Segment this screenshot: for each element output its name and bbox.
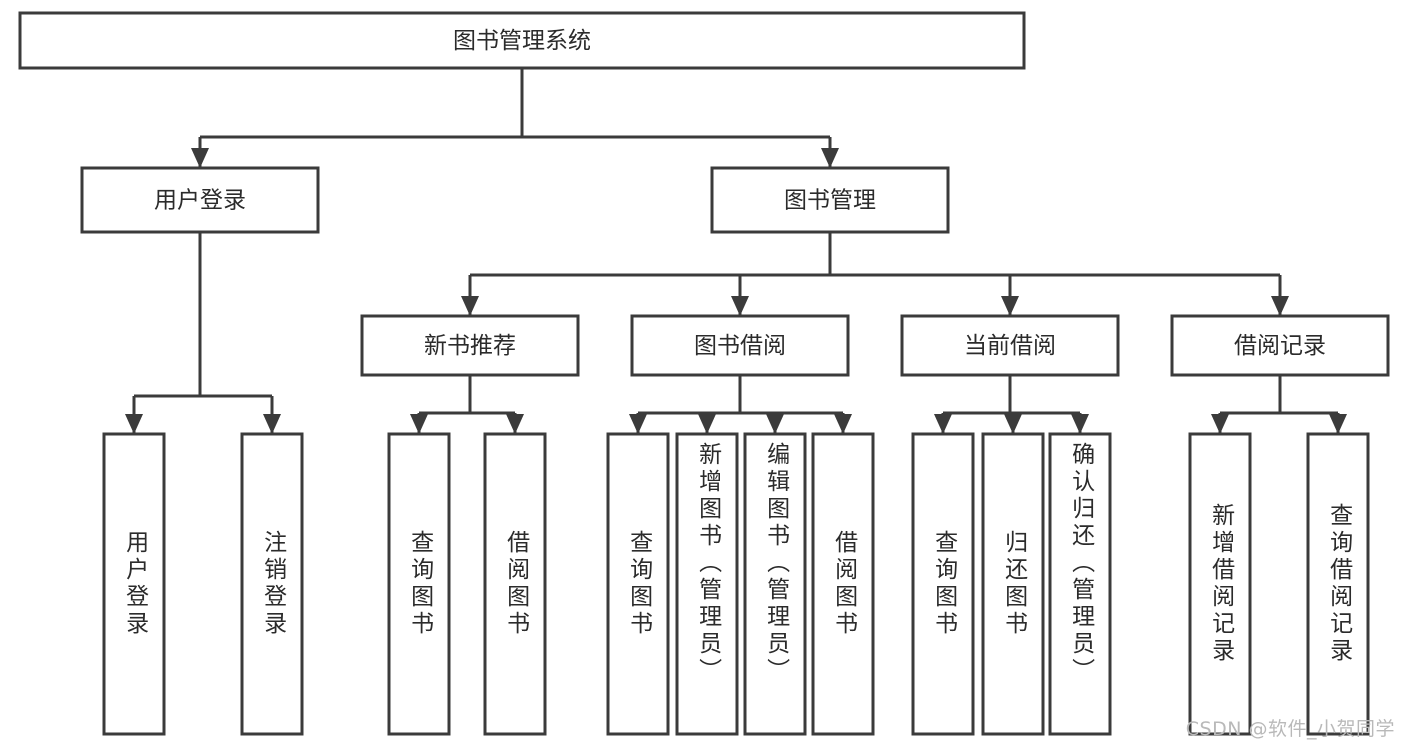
arrow-head-icon [766, 414, 784, 434]
arrow-head-icon [629, 414, 647, 434]
node-box-leaf-edit-book[interactable] [743, 432, 807, 736]
node-box-leaf-query-book-2[interactable] [606, 432, 670, 736]
arrow-head-icon [934, 414, 952, 434]
node-label-user-login: 用户登录 [154, 188, 246, 214]
node-box-leaf-add-book[interactable] [675, 432, 739, 736]
node-label-root: 图书管理系统 [453, 28, 591, 54]
node-box-leaf-borrow-book-2[interactable] [811, 432, 875, 736]
arrow-head-icon [461, 296, 479, 316]
node-box-leaf-query-book-3[interactable] [911, 432, 975, 736]
arrow-head-icon [1329, 414, 1347, 434]
arrow-head-icon [125, 414, 143, 434]
arrow-head-icon [191, 148, 209, 168]
edges-group [125, 68, 1347, 434]
node-box-leaf-return-book[interactable] [981, 432, 1045, 736]
arrow-head-icon [731, 296, 749, 316]
arrow-head-icon [821, 148, 839, 168]
node-label-borrow-record: 借阅记录 [1234, 333, 1326, 359]
arrow-head-icon [263, 414, 281, 434]
node-box-book-manage[interactable] [710, 166, 950, 234]
arrow-head-icon [698, 414, 716, 434]
arrow-head-icon [1211, 414, 1229, 434]
node-box-user-login[interactable] [80, 166, 320, 234]
watermark-text: CSDN @软件_小贺同学 [1185, 718, 1395, 740]
node-box-root[interactable] [18, 11, 1026, 70]
node-label-book-manage: 图书管理 [784, 188, 876, 214]
node-box-leaf-query-record[interactable] [1306, 432, 1370, 736]
node-box-book-borrow[interactable] [630, 314, 850, 377]
node-label-current-borrow: 当前借阅 [964, 333, 1056, 359]
node-box-leaf-confirm-return[interactable] [1048, 432, 1112, 736]
arrow-head-icon [1271, 296, 1289, 316]
arrow-head-icon [506, 414, 524, 434]
arrow-head-icon [1001, 296, 1019, 316]
arrow-head-icon [410, 414, 428, 434]
node-box-leaf-add-record[interactable] [1188, 432, 1252, 736]
node-box-leaf-user-login[interactable] [102, 432, 166, 736]
arrow-head-icon [1004, 414, 1022, 434]
node-label-book-borrow: 图书借阅 [694, 333, 786, 359]
node-box-current-borrow[interactable] [900, 314, 1120, 377]
node-box-borrow-record[interactable] [1170, 314, 1390, 377]
node-label-new-book-rec: 新书推荐 [424, 333, 516, 359]
node-box-leaf-query-book-1[interactable] [387, 432, 451, 736]
arrow-head-icon [1071, 414, 1089, 434]
node-box-new-book-rec[interactable] [360, 314, 580, 377]
arrow-head-icon [834, 414, 852, 434]
node-box-leaf-logout[interactable] [240, 432, 304, 736]
node-box-leaf-borrow-book-1[interactable] [483, 432, 547, 736]
